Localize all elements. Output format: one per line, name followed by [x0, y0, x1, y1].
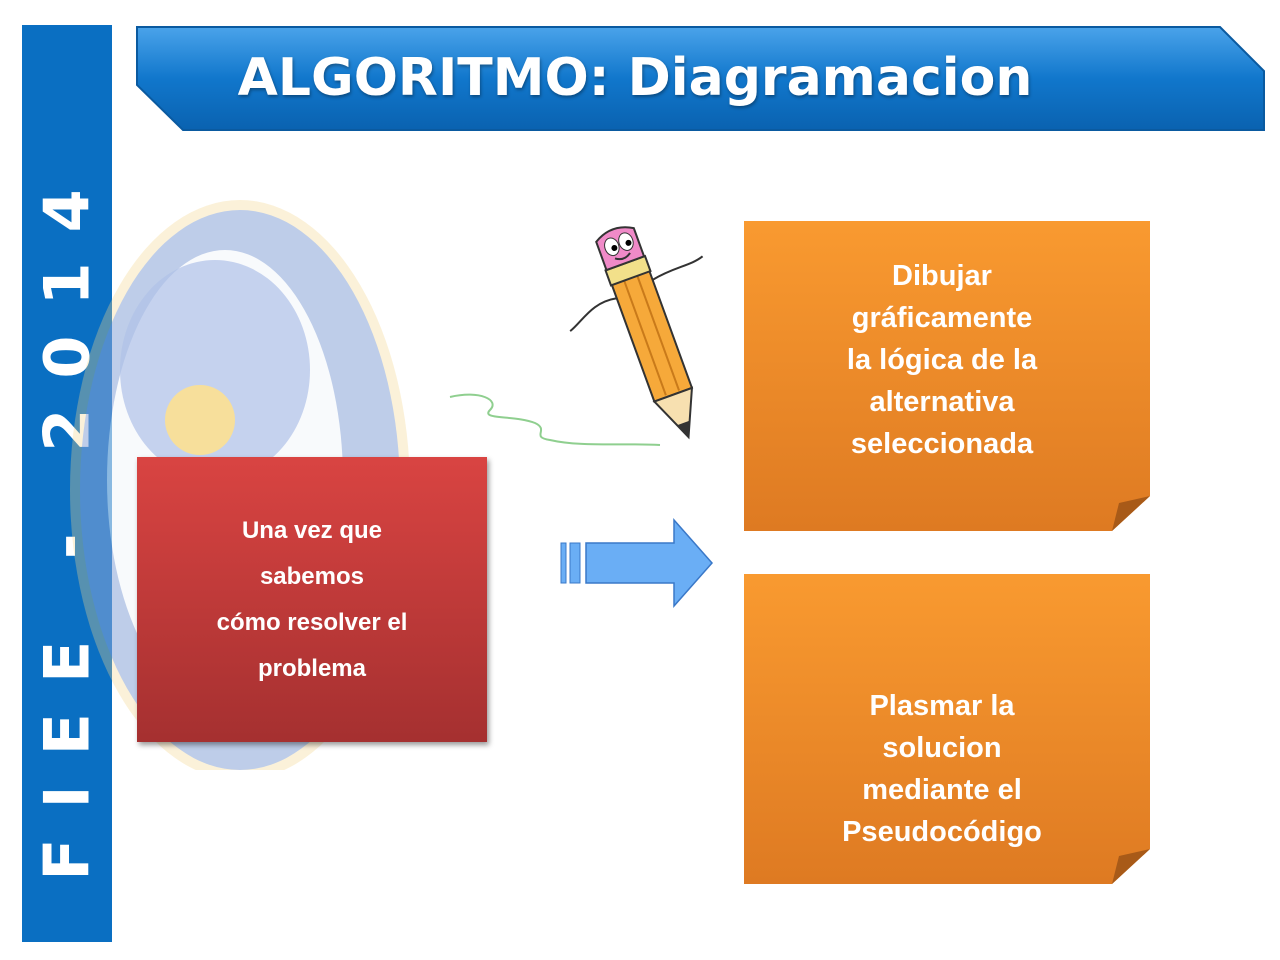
source-box: Una vez que sabemos cómo resolver el pro…: [137, 457, 487, 742]
title-banner: [136, 26, 1265, 131]
pencil-character-illustration: [449, 226, 704, 446]
target-box-pseudocode: Plasmar la solucion mediante el Pseudocó…: [744, 574, 1150, 884]
source-box-text: Una vez que sabemos cómo resolver el pro…: [216, 516, 408, 682]
target-box-text: Plasmar la solucion mediante el Pseudocó…: [842, 690, 1042, 848]
right-arrow-icon: [560, 518, 714, 608]
target-box-draw: Dibujar gráficamente la lógica de la alt…: [744, 221, 1150, 531]
target-box-text: Dibujar gráficamente la lógica de la alt…: [846, 260, 1038, 460]
page-title: ALGORITMO: Diagramacion: [237, 48, 1033, 108]
